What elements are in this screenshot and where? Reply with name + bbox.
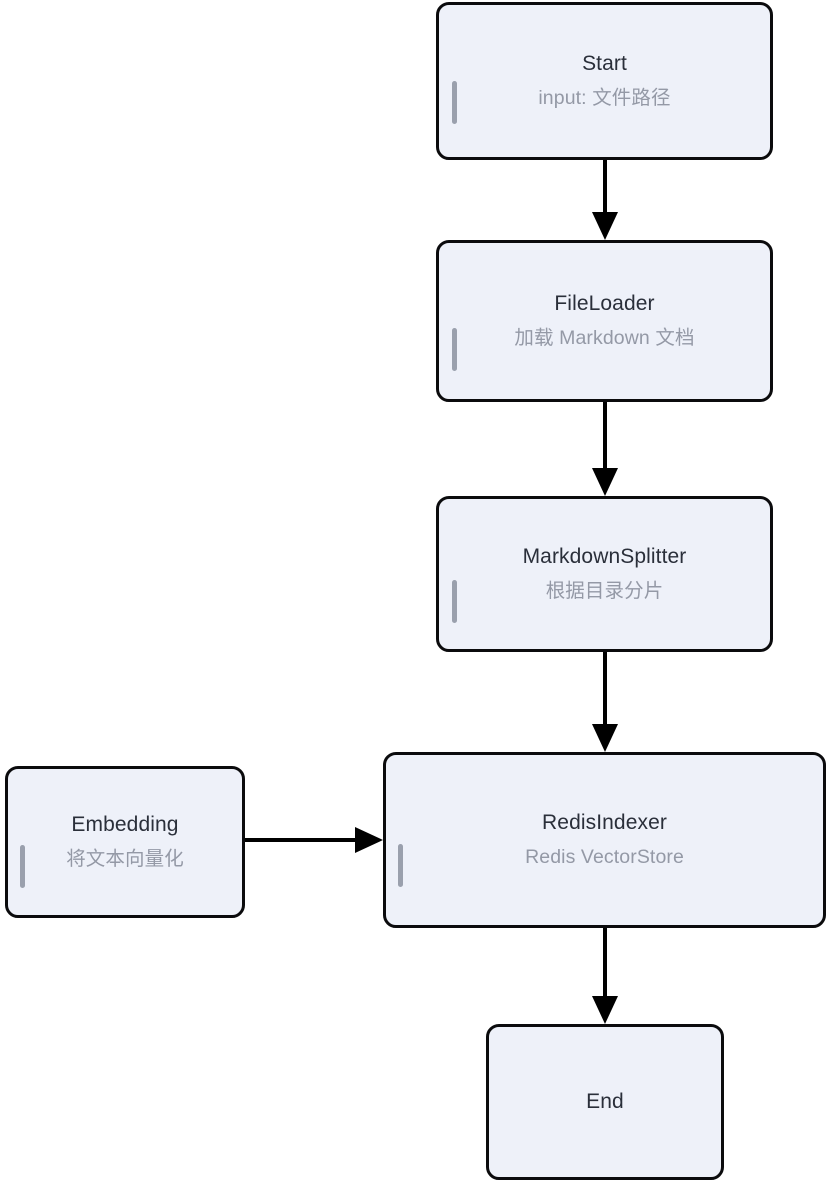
arrow-start-to-fileloader bbox=[585, 160, 625, 240]
node-title: FileLoader bbox=[554, 291, 655, 315]
node-subtitle: 加载 Markdown 文档 bbox=[514, 326, 695, 349]
accent-bar-icon bbox=[452, 328, 457, 371]
node-subtitle: Redis VectorStore bbox=[525, 845, 684, 868]
arrow-embedding-to-redisindexer bbox=[245, 820, 383, 860]
node-end[interactable]: End bbox=[486, 1024, 724, 1180]
node-title: Embedding bbox=[71, 812, 179, 836]
accent-bar-icon bbox=[398, 844, 403, 887]
arrow-splitter-to-redisindexer bbox=[585, 652, 625, 752]
node-subtitle: 根据目录分片 bbox=[545, 579, 664, 602]
accent-bar-icon bbox=[20, 845, 25, 888]
node-title: RedisIndexer bbox=[542, 810, 667, 834]
accent-bar-icon bbox=[452, 580, 457, 623]
node-subtitle: input: 文件路径 bbox=[538, 86, 671, 109]
node-markdown-splitter[interactable]: MarkdownSplitter 根据目录分片 bbox=[436, 496, 773, 652]
node-title: End bbox=[586, 1089, 624, 1113]
node-title: Start bbox=[582, 51, 627, 75]
node-fileloader[interactable]: FileLoader 加载 Markdown 文档 bbox=[436, 240, 773, 402]
arrow-redisindexer-to-end bbox=[585, 928, 625, 1024]
node-redis-indexer[interactable]: RedisIndexer Redis VectorStore bbox=[383, 752, 826, 928]
node-embedding[interactable]: Embedding 将文本向量化 bbox=[5, 766, 245, 918]
node-start[interactable]: Start input: 文件路径 bbox=[436, 2, 773, 160]
node-subtitle: 将文本向量化 bbox=[66, 847, 184, 870]
accent-bar-icon bbox=[452, 81, 457, 124]
arrow-fileloader-to-splitter bbox=[585, 402, 625, 496]
node-title: MarkdownSplitter bbox=[522, 544, 687, 568]
